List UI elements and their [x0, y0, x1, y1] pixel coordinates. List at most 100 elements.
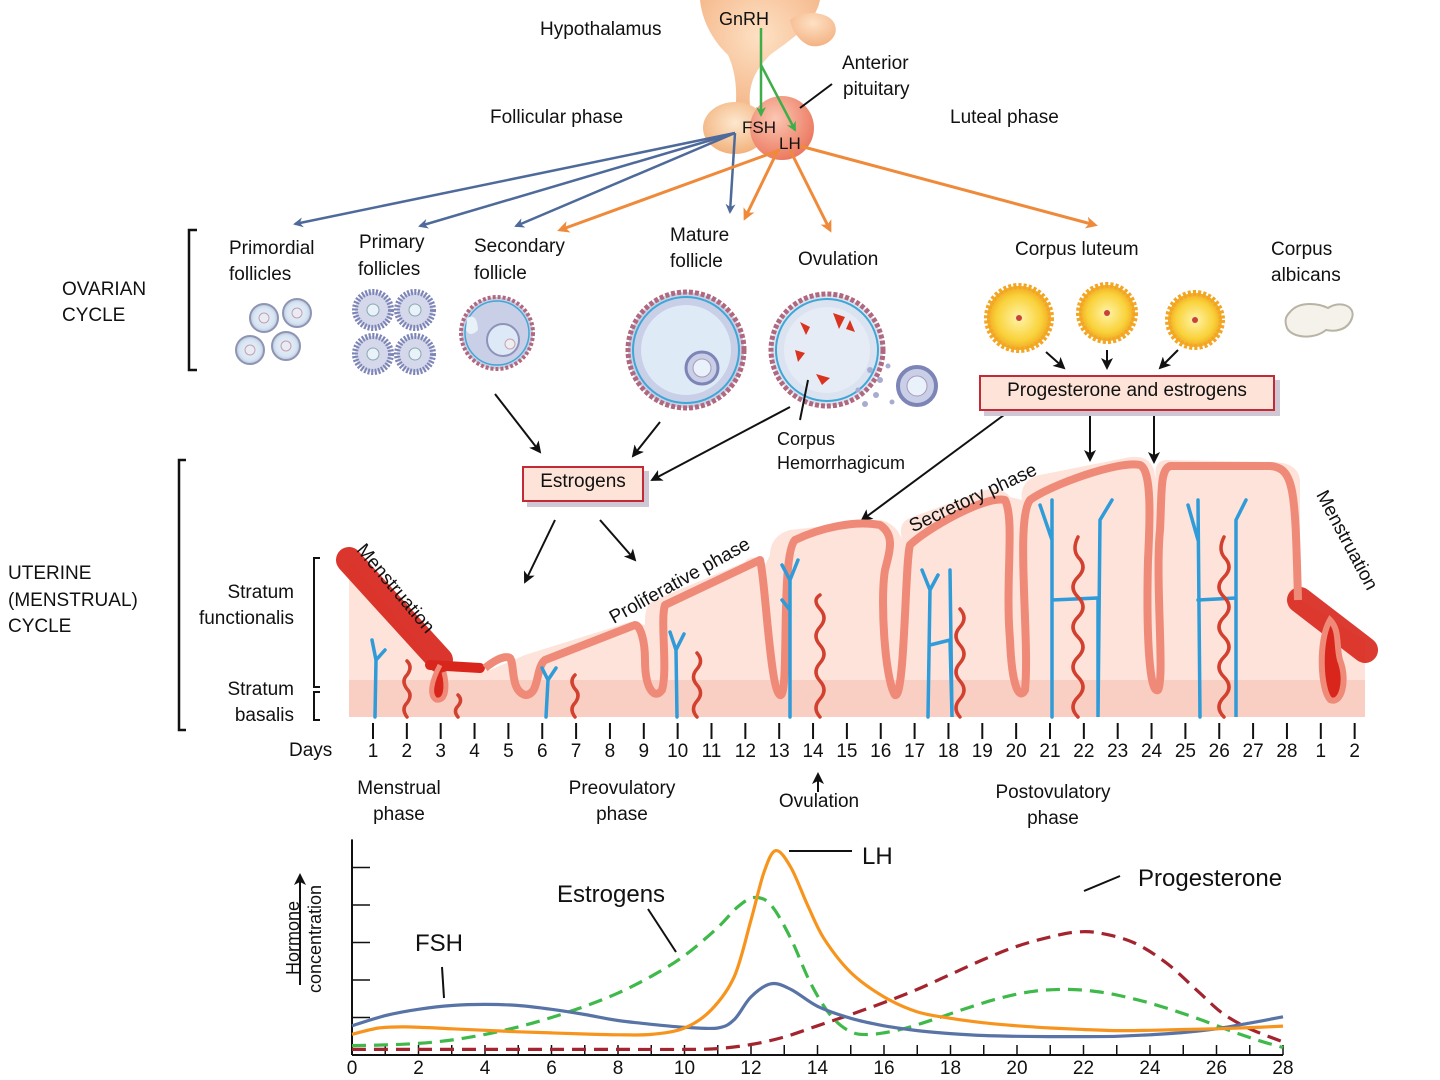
day-label: 4	[469, 741, 480, 762]
day-label: 18	[937, 741, 959, 762]
x-tick-label: 28	[1272, 1058, 1294, 1079]
preovulatory-phase-label-2: phase	[596, 804, 648, 825]
gnrh-label: GnRH	[719, 9, 770, 29]
stratum-basalis-label-1: Stratum	[227, 679, 294, 700]
x-tick-label: 10	[673, 1058, 696, 1079]
x-tick-label: 24	[1139, 1058, 1161, 1079]
day-label: 20	[1005, 741, 1027, 762]
secondary-label-1: Secondary	[474, 236, 565, 257]
postovulatory-phase-label-2: phase	[1027, 808, 1079, 829]
estrogens-arrow-right	[599, 519, 637, 562]
x-tick-label: 6	[546, 1058, 557, 1079]
y-axis-label-concentration: concentration	[305, 884, 325, 993]
progesterone-estrogens-box: Progesterone and estrogens	[979, 375, 1275, 411]
menstrual-phase-label-1: Menstrual	[357, 778, 441, 799]
corpus-albicans-label-2: albicans	[1271, 265, 1341, 286]
day-label: 25	[1174, 741, 1196, 762]
ovulation-label: Ovulation	[798, 249, 879, 270]
menstrual-phase-label-2: phase	[373, 804, 425, 825]
day-label: 10	[667, 741, 689, 762]
x-tick-label: 4	[479, 1058, 491, 1079]
corpus-hemorrhagicum-leader	[799, 379, 809, 421]
cl-arrow-3	[1158, 349, 1179, 370]
fsh-leader	[441, 966, 445, 999]
ovarian-bracket	[187, 228, 197, 372]
fsh-arrows	[293, 131, 737, 229]
day-label: 16	[870, 741, 892, 762]
series-fsh-line	[351, 981, 1284, 1039]
mature-follicle-illustration	[625, 289, 747, 411]
day-label: 1	[1315, 741, 1327, 762]
stratum-basalis-label-2: basalis	[234, 705, 294, 726]
y-axis-label-hormone: Hormone	[283, 900, 303, 975]
ovulation-illustration	[768, 291, 938, 409]
stratum-functionalis-label-2: functionalis	[198, 608, 294, 629]
day-ticks	[372, 723, 1356, 739]
day-label: 2	[401, 741, 413, 762]
x-tick-label: 14	[806, 1058, 829, 1079]
postovulatory-phase-label-1: Postovulatory	[995, 782, 1111, 803]
primordial-label-1: Primordial	[229, 238, 315, 259]
series-lines	[351, 849, 1284, 1052]
uterine-cycle-label-1: UTERINE	[8, 563, 92, 584]
day-label: 9	[638, 741, 650, 762]
day-label: 21	[1039, 741, 1061, 762]
mature-label-2: follicle	[670, 251, 723, 272]
days-label: Days	[289, 740, 333, 761]
x-tick-label: 18	[939, 1058, 962, 1079]
progesterone-annotation: Progesterone	[1138, 865, 1283, 892]
progesterone-leader	[1083, 875, 1121, 892]
x-tick-label: 20	[1006, 1058, 1028, 1079]
day-label: 2	[1349, 741, 1360, 762]
prog-to-secretory-arrow	[860, 411, 1009, 522]
day-label: 7	[570, 741, 582, 762]
day-label: 15	[836, 741, 858, 762]
series-estrogens-line	[351, 895, 1284, 1050]
series-progesterone-line	[352, 930, 1284, 1052]
anterior-pituitary-label-2: pituitary	[843, 79, 910, 100]
corpus-albicans-label-1: Corpus	[1271, 239, 1333, 260]
ovarian-cycle-label-2: CYCLE	[62, 305, 126, 326]
lh-annotation: LH	[862, 843, 893, 870]
day-label: 26	[1208, 741, 1230, 762]
ovulation-day-label: Ovulation	[778, 791, 860, 812]
day-label: 6	[536, 741, 548, 762]
day-label: 24	[1140, 741, 1163, 762]
corpus-hemorrhagicum-label-1: Corpus	[777, 429, 836, 449]
corpus-luteum-illustration	[984, 282, 1225, 353]
day-label: 13	[768, 741, 790, 762]
uterine-cycle-label-3: CYCLE	[8, 616, 72, 637]
day-label: 22	[1073, 741, 1095, 762]
x-tick-label: 26	[1205, 1058, 1228, 1079]
x-tick-label: 22	[1072, 1058, 1095, 1079]
day-label: 11	[701, 741, 722, 762]
day-label: 27	[1242, 741, 1264, 762]
fsh-annotation: FSH	[415, 930, 463, 957]
lh-arrows	[557, 144, 1098, 233]
preovulatory-phase-label-1: Preovulatory	[568, 778, 676, 799]
primordial-label-2: follicles	[229, 264, 292, 285]
primary-label-2: follicles	[358, 259, 421, 280]
primary-label-1: Primary	[359, 232, 425, 253]
secondary-label-2: follicle	[474, 263, 527, 284]
luteal-phase-label: Luteal phase	[950, 107, 1059, 128]
secondary-follicle-illustration	[459, 295, 535, 371]
primary-follicles-illustration	[352, 289, 436, 375]
basalis-bracket	[313, 691, 320, 721]
day-label: 14	[802, 741, 824, 762]
uterine-bracket	[177, 458, 186, 732]
day-label: 19	[971, 741, 993, 762]
uterine-cycle-label-2: (MENSTRUAL)	[8, 590, 138, 611]
day-label: 12	[734, 741, 756, 762]
y-ticks	[352, 866, 370, 1019]
primordial-follicles-illustration	[235, 298, 312, 365]
lh-label: LH	[779, 134, 801, 153]
hypothalamus-label: Hypothalamus	[540, 19, 662, 40]
functionalis-bracket	[313, 557, 320, 688]
corpus-albicans-illustration	[1284, 303, 1354, 338]
estrogens-annotation: Estrogens	[557, 881, 666, 908]
follicular-phase-label: Follicular phase	[490, 107, 624, 128]
day-label: 23	[1107, 741, 1129, 762]
mature-to-estrogens-arrow	[631, 421, 661, 458]
